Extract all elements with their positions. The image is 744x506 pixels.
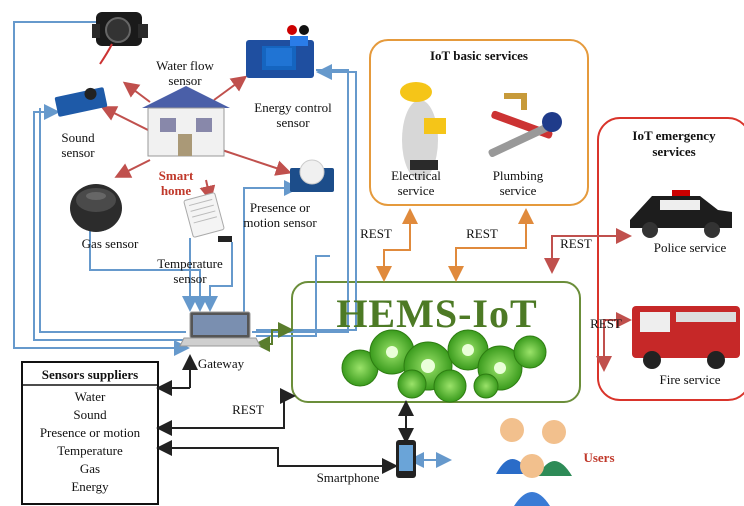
sound-sensor-label: Sound sensor [61, 130, 95, 160]
gateway-laptop-image [179, 311, 261, 347]
red-arrows [100, 75, 632, 372]
supplier-item: Sound [73, 407, 107, 422]
supplier-item: Gas [79, 461, 101, 476]
police-car-image [630, 190, 732, 238]
gas-sensor-label: Gas sensor [81, 236, 139, 251]
smart-home-label: Smart home [158, 168, 194, 198]
sound-sensor-image [54, 87, 108, 117]
rest-label-electrical: REST [360, 226, 392, 241]
smartphone-image [396, 440, 416, 478]
plumbing-service-label: Plumbing service [492, 168, 544, 198]
electrician-image [400, 82, 446, 180]
green-arrows [254, 322, 294, 352]
plumbing-tools-image [488, 93, 562, 158]
water-flow-sensor-label: Water flow sensor [156, 58, 214, 88]
temperature-sensor-image [183, 192, 232, 242]
orange-arrows [376, 208, 534, 282]
supplier-item: Energy [71, 479, 109, 494]
rest-label-fire: REST [590, 316, 622, 331]
electrical-service-label: Electrical service [391, 168, 441, 198]
hems-iot-title: HEMS-IoT [336, 291, 538, 336]
gears-image [341, 329, 547, 403]
water-flow-sensor-image [92, 12, 148, 65]
gas-sensor-image [70, 184, 122, 232]
supplier-item: Water [74, 389, 106, 404]
rest-label-police: REST [560, 236, 592, 251]
supplier-item: Presence or motion [39, 425, 141, 440]
suppliers-list: Water Sound Presence or motion Temperatu… [22, 388, 158, 496]
temperature-sensor-label: Temperature sensor [157, 256, 223, 286]
smartphone-label: Smartphone [316, 470, 380, 485]
blue-arrows [13, 21, 452, 468]
energy-control-sensor-image [246, 25, 314, 78]
rest-label-suppliers: REST [232, 402, 264, 417]
police-service-label: Police service [653, 240, 727, 255]
black-arrows [156, 354, 414, 474]
energy-control-sensor-label: Energy control sensor [254, 100, 332, 130]
smart-home-image [142, 86, 230, 157]
suppliers-title: Sensors suppliers [41, 367, 139, 382]
users-image [496, 418, 572, 506]
presence-sensor-image [290, 159, 334, 192]
basic-services-title: IoT basic services [430, 48, 528, 63]
rest-label-plumbing: REST [466, 226, 498, 241]
basic-services-box [369, 39, 589, 206]
presence-sensor-label: Presence or motion sensor [243, 200, 317, 230]
gateway-label: Gateway [197, 356, 245, 371]
users-label: Users [583, 450, 615, 465]
fire-truck-image [632, 306, 740, 369]
emergency-services-title: IoT emergency services [632, 128, 716, 159]
fire-service-label: Fire service [659, 372, 721, 387]
supplier-item: Temperature [57, 443, 123, 458]
